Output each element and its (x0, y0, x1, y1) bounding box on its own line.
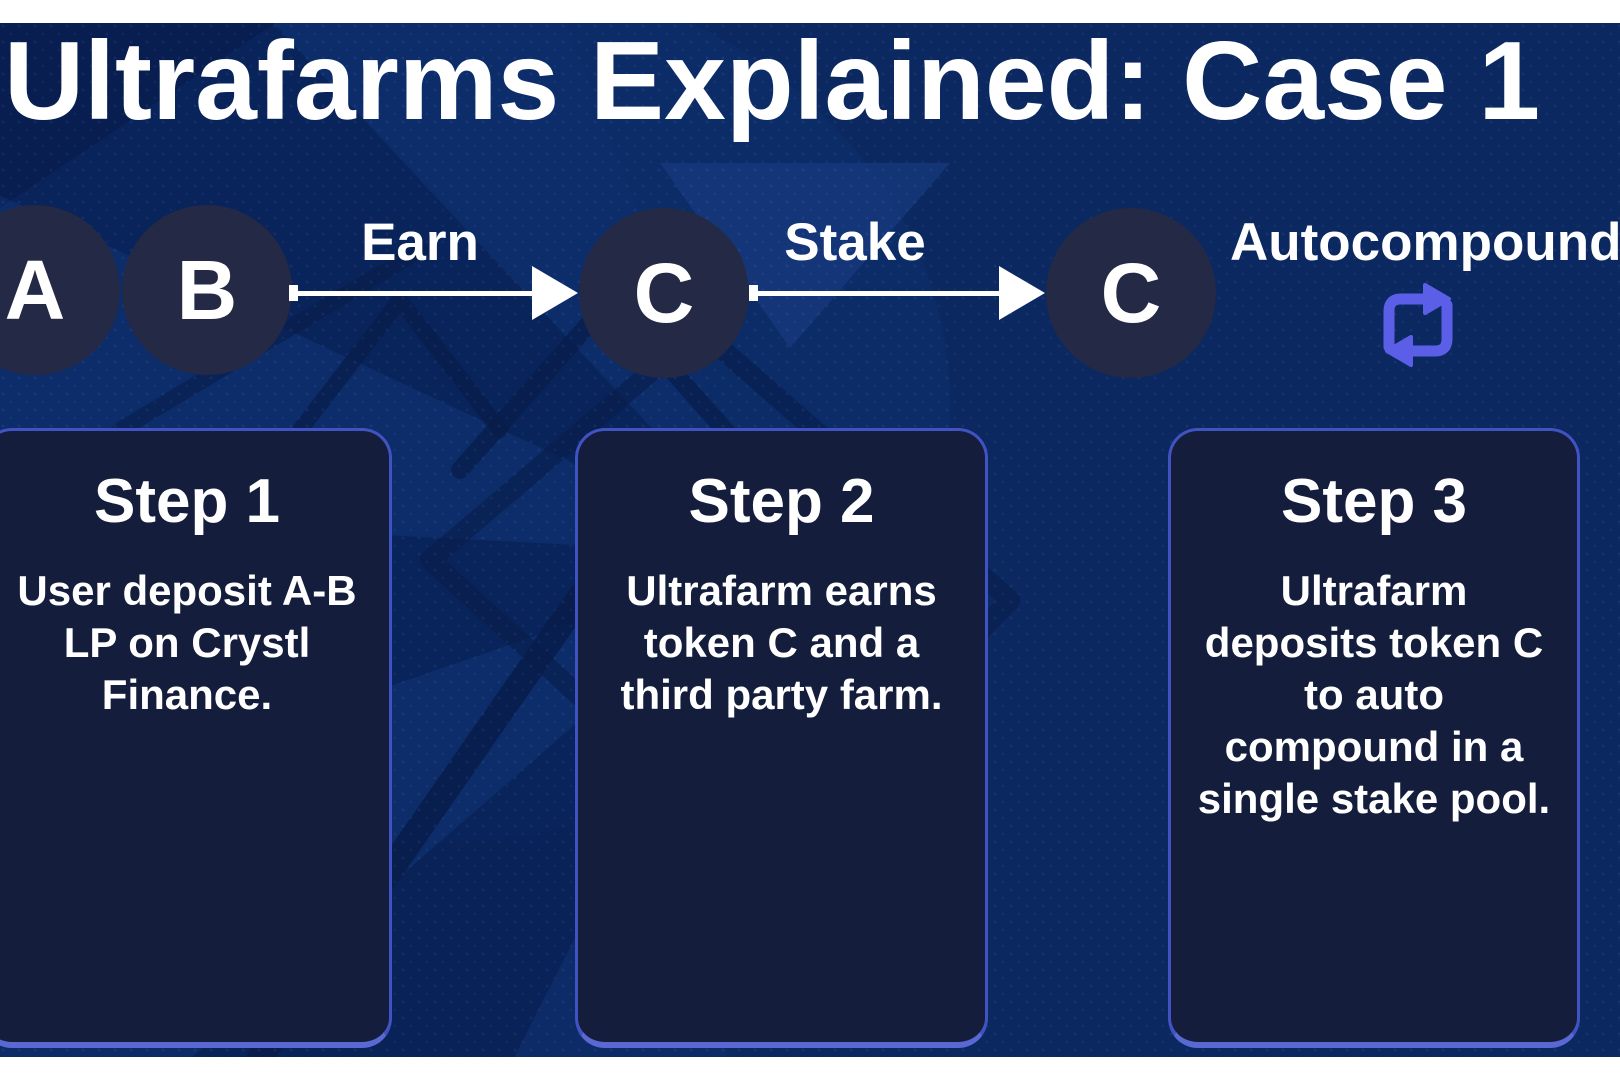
step-card-1: Step 1 User deposit A-B LP on Crystl Fin… (0, 428, 392, 1048)
step-card-3: Step 3 Ultrafarm deposits token C to aut… (1168, 428, 1580, 1048)
token-label: C (633, 246, 695, 340)
stake-label: Stake (784, 213, 926, 272)
repeat-loop-icon (1383, 283, 1453, 367)
arrow-head (532, 266, 578, 320)
arrow-tail (289, 285, 298, 301)
arrow-head (999, 266, 1045, 320)
token-circle-c1: C (579, 208, 749, 378)
arrow-tail (749, 285, 758, 301)
arrow-shaft (295, 290, 538, 296)
arrow-shaft (755, 290, 1005, 296)
token-circle-c2: C (1046, 208, 1216, 378)
autocompound-label: Autocompound (1230, 213, 1620, 272)
token-circle-b: B (122, 205, 292, 375)
step-heading: Step 1 (93, 467, 281, 536)
step-card-2: Step 2 Ultrafarm earns token C and a thi… (575, 428, 988, 1048)
token-label: A (4, 243, 66, 337)
step-heading: Step 2 (688, 467, 875, 536)
step-body: Ultrafarm deposits token C to auto compo… (1197, 567, 1551, 822)
token-label: B (176, 243, 238, 337)
step-body: User deposit A-B LP on Crystl Finance. (17, 567, 357, 718)
token-label: C (1100, 246, 1162, 340)
step-body: Ultrafarm earns token C and a third part… (620, 567, 943, 718)
earn-label: Earn (361, 213, 479, 272)
page-title: Ultrafarms Explained: Case 1 (4, 19, 1541, 143)
step-heading: Step 3 (1280, 467, 1468, 536)
